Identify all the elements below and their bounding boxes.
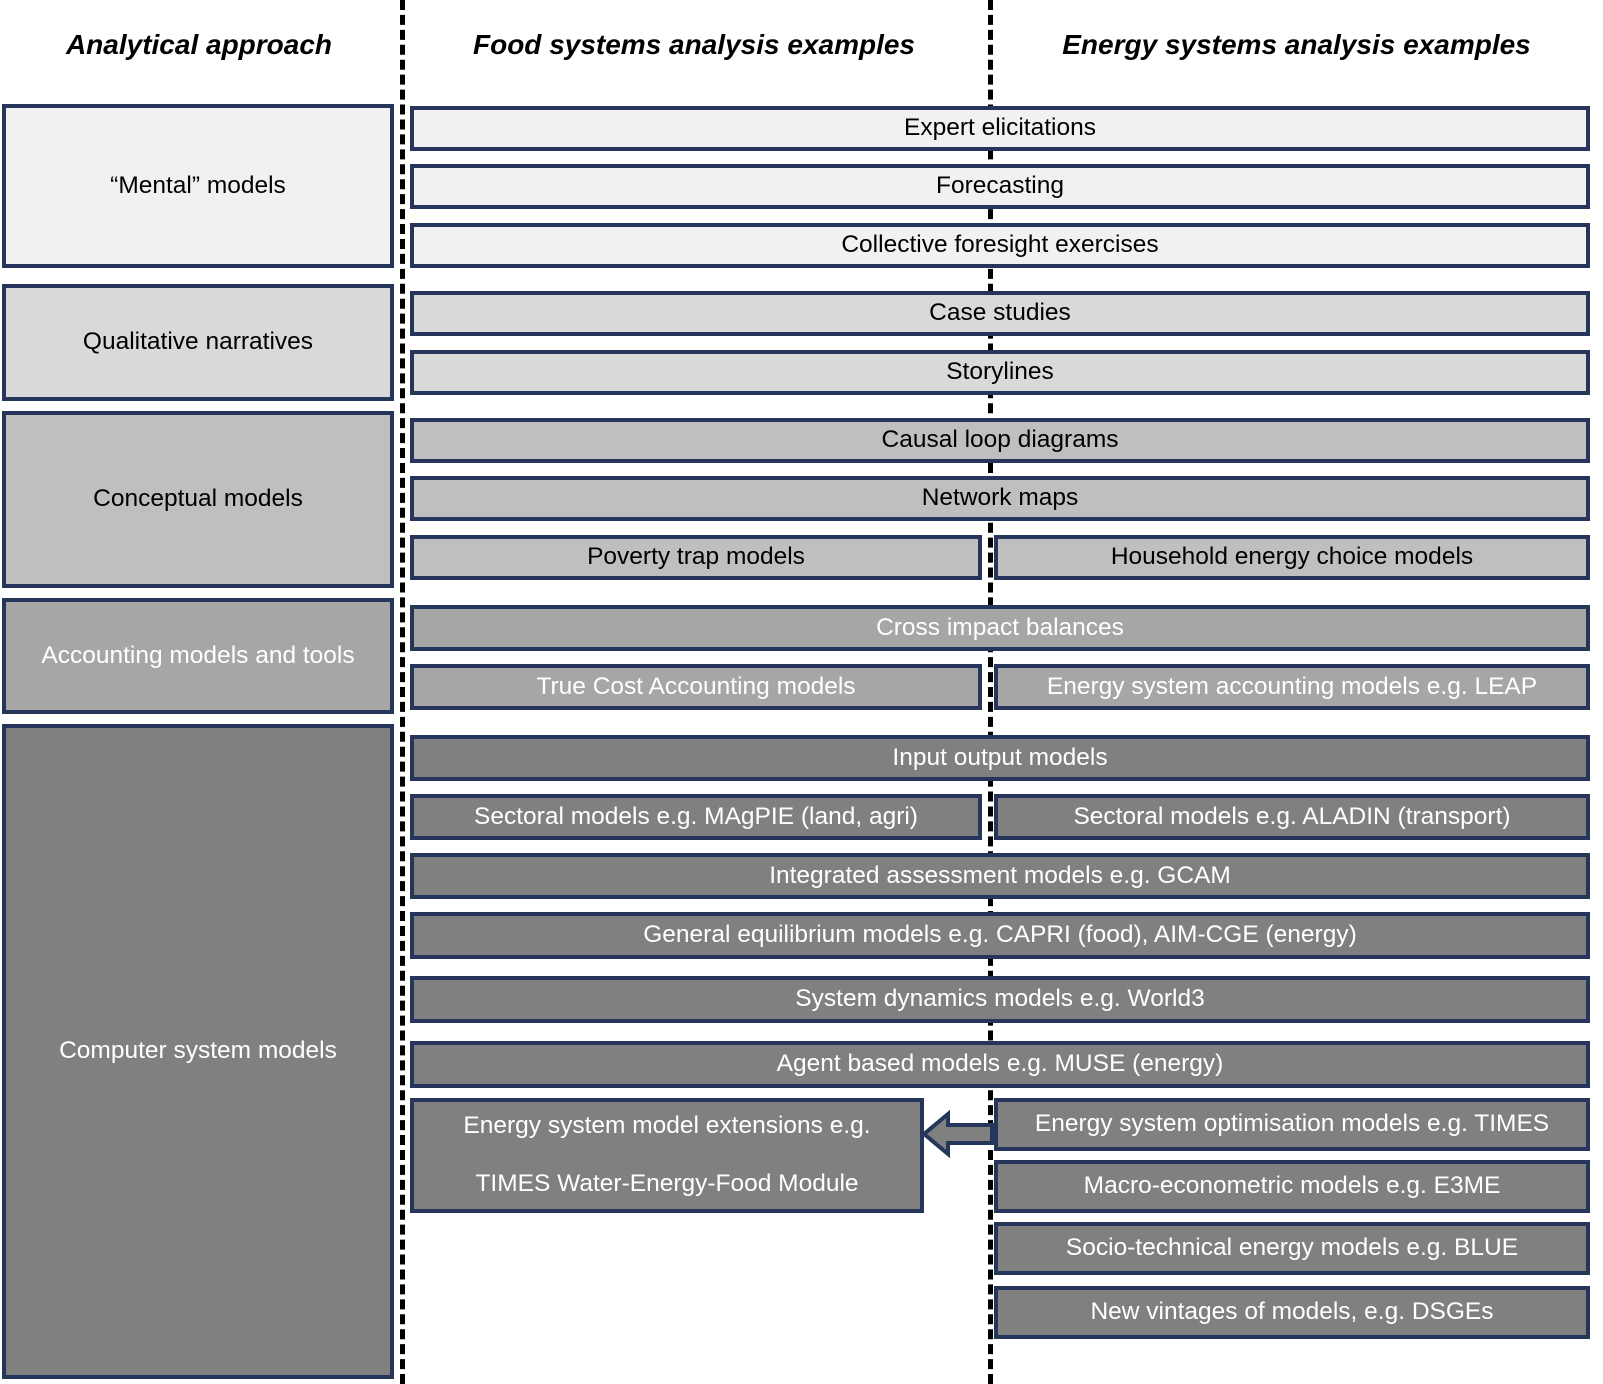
example-row-new-vintages-of-models[interactable]: New vintages of models, e.g. DSGEs: [994, 1286, 1590, 1339]
example-label: New vintages of models, e.g. DSGEs: [1090, 1298, 1494, 1326]
example-row-sectoral-models-magpie[interactable]: Sectoral models e.g. MAgPIE (land, agri): [410, 794, 982, 840]
example-row-poverty-trap-models[interactable]: Poverty trap models: [410, 535, 982, 580]
example-row-energy-system-model-extensions[interactable]: Energy system model extensions e.g. TIME…: [410, 1098, 924, 1213]
example-row-collective-foresight-exercises[interactable]: Collective foresight exercises: [410, 223, 1590, 268]
example-label: Agent based models e.g. MUSE (energy): [776, 1050, 1224, 1078]
column-header-food-systems: Food systems analysis examples: [473, 29, 915, 60]
example-label: Poverty trap models: [587, 543, 805, 571]
example-row-energy-system-optimisation-models[interactable]: Energy system optimisation models e.g. T…: [994, 1098, 1590, 1151]
approach-box-accounting-models[interactable]: Accounting models and tools: [2, 598, 394, 714]
example-label-line1: Energy system model extensions e.g.: [463, 1112, 871, 1140]
example-row-cross-impact-balances[interactable]: Cross impact balances: [410, 605, 1590, 651]
example-row-socio-technical-energy-models[interactable]: Socio-technical energy models e.g. BLUE: [994, 1222, 1590, 1275]
example-label: Collective foresight exercises: [841, 231, 1159, 259]
approach-box-mental-models[interactable]: “Mental” models: [2, 104, 394, 268]
example-row-agent-based-models[interactable]: Agent based models e.g. MUSE (energy): [410, 1041, 1590, 1088]
example-row-causal-loop-diagrams[interactable]: Causal loop diagrams: [410, 418, 1590, 463]
example-label: Household energy choice models: [1110, 543, 1474, 571]
example-row-forecasting[interactable]: Forecasting: [410, 164, 1590, 209]
example-row-case-studies[interactable]: Case studies: [410, 291, 1590, 336]
example-label-multiline: Energy system model extensions e.g. TIME…: [422, 1112, 912, 1199]
column-header-energy-systems: Energy systems analysis examples: [1062, 29, 1531, 60]
example-label: Expert elicitations: [903, 114, 1096, 142]
approach-box-computer-system-models[interactable]: Computer system models: [2, 724, 394, 1379]
example-label: True Cost Accounting models: [536, 672, 856, 700]
example-row-integrated-assessment-models[interactable]: Integrated assessment models e.g. GCAM: [410, 853, 1590, 899]
example-label: Storylines: [946, 358, 1054, 386]
example-label: Energy system accounting models e.g. LEA…: [1046, 672, 1538, 700]
example-label: Input output models: [892, 743, 1108, 771]
example-row-storylines[interactable]: Storylines: [410, 350, 1590, 395]
example-row-network-maps[interactable]: Network maps: [410, 476, 1590, 521]
example-label: System dynamics models e.g. World3: [795, 985, 1205, 1013]
approach-box-qualitative-narratives[interactable]: Qualitative narratives: [2, 284, 394, 401]
example-label: Sectoral models e.g. ALADIN (transport): [1073, 802, 1511, 830]
example-row-sectoral-models-aladin[interactable]: Sectoral models e.g. ALADIN (transport): [994, 794, 1590, 840]
example-label: General equilibrium models e.g. CAPRI (f…: [643, 921, 1357, 949]
example-label: Macro-econometric models e.g. E3ME: [1083, 1172, 1501, 1200]
example-label: Energy system optimisation models e.g. T…: [1034, 1110, 1550, 1138]
example-row-expert-elicitations[interactable]: Expert elicitations: [410, 106, 1590, 151]
column-divider-left: [400, 0, 405, 1384]
example-row-general-equilibrium-models[interactable]: General equilibrium models e.g. CAPRI (f…: [410, 912, 1590, 959]
approach-label-mental: “Mental” models: [110, 171, 286, 199]
approach-label-qualitative: Qualitative narratives: [82, 328, 314, 356]
example-row-macro-econometric-models[interactable]: Macro-econometric models e.g. E3ME: [994, 1160, 1590, 1213]
approach-box-conceptual-models[interactable]: Conceptual models: [2, 411, 394, 588]
example-label: Causal loop diagrams: [881, 426, 1119, 454]
example-label-line2: TIMES Water-Energy-Food Module: [475, 1169, 859, 1197]
left-arrow-icon: [922, 1109, 994, 1159]
example-label: Sectoral models e.g. MAgPIE (land, agri): [474, 802, 918, 830]
example-label: Forecasting: [935, 172, 1064, 200]
example-label: Network maps: [921, 484, 1079, 512]
approach-label-computer: Computer system models: [59, 1037, 337, 1065]
example-row-household-energy-choice-models[interactable]: Household energy choice models: [994, 535, 1590, 580]
example-label: Socio-technical energy models e.g. BLUE: [1065, 1234, 1519, 1262]
example-row-system-dynamics-models[interactable]: System dynamics models e.g. World3: [410, 976, 1590, 1023]
column-divider-right: [988, 0, 993, 1384]
example-row-energy-system-accounting-models[interactable]: Energy system accounting models e.g. LEA…: [994, 664, 1590, 710]
column-header-analytical-approach: Analytical approach: [65, 29, 333, 60]
approach-label-accounting: Accounting models and tools: [41, 641, 355, 669]
example-row-input-output-models[interactable]: Input output models: [410, 735, 1590, 781]
example-label: Cross impact balances: [876, 613, 1124, 641]
example-label: Integrated assessment models e.g. GCAM: [769, 861, 1231, 889]
approach-label-conceptual: Conceptual models: [93, 485, 303, 513]
example-row-true-cost-accounting-models[interactable]: True Cost Accounting models: [410, 664, 982, 710]
example-label: Case studies: [929, 299, 1071, 327]
